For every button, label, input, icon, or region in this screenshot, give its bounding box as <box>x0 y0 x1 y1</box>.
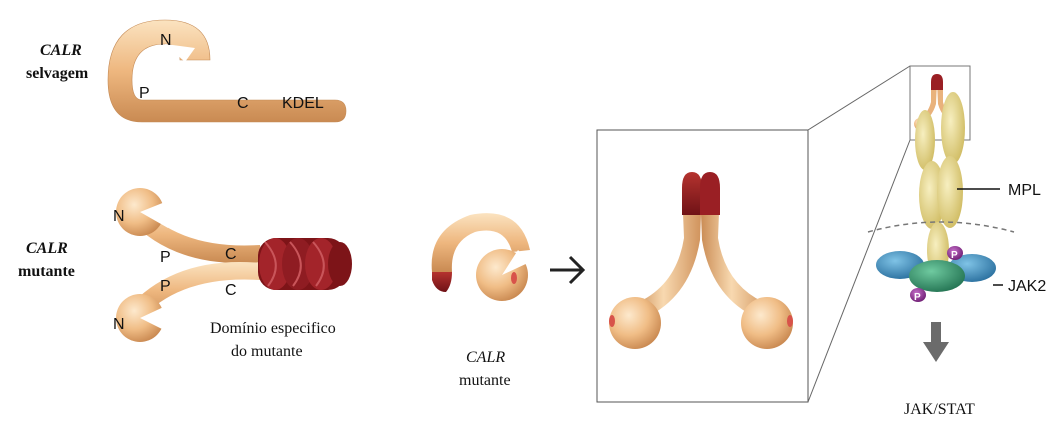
specific-domain-caption-line1: Domínio especifico <box>210 320 336 337</box>
mut-c-top-label: C <box>225 246 237 263</box>
mutant-monomer-protein <box>432 213 530 301</box>
mut-n-bottom-label: N <box>113 316 125 333</box>
wt-p-domain-label: P <box>139 85 150 102</box>
specific-domain-caption-line2: do mutante <box>231 343 303 360</box>
wt-n-domain-label: N <box>160 32 172 49</box>
arrow-right-icon <box>550 257 583 283</box>
monomer-gene-label: CALR <box>466 349 505 366</box>
mut-c-bottom-label: C <box>225 282 237 299</box>
zoom-box <box>597 130 808 402</box>
mpl-label: MPL <box>1008 182 1041 199</box>
wt-type-label: selvagem <box>26 65 89 82</box>
mut-n-top-label: N <box>113 208 125 225</box>
wt-gene-label: CALR <box>40 42 82 59</box>
monomer-type-label: mutante <box>459 372 511 389</box>
wt-kdel-label: KDEL <box>282 95 324 112</box>
phospho-label-1: P <box>951 250 958 261</box>
zoom-line-top <box>808 66 910 130</box>
jak2-label: JAK2 <box>1008 278 1046 295</box>
phospho-label-2: P <box>914 292 921 303</box>
mut-gene-label: CALR <box>26 240 68 257</box>
mut-p-bottom-label: P <box>160 278 171 295</box>
arrow-down-icon <box>923 322 949 362</box>
mut-p-top-label: P <box>160 249 171 266</box>
wt-c-domain-label: C <box>237 95 249 112</box>
mutant-dimer-protein <box>116 188 352 342</box>
mut-type-label: mutante <box>18 263 75 280</box>
pathway-label: JAK/STAT <box>904 401 975 418</box>
mutant-specific-domain <box>258 238 352 290</box>
